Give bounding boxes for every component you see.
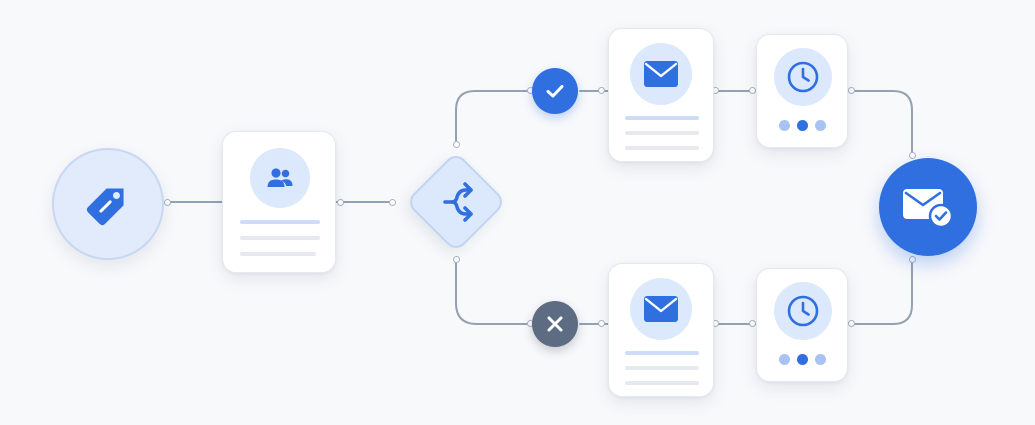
edge-wait-end-top <box>849 90 913 159</box>
connector-dot <box>164 199 171 206</box>
connector-dot <box>848 320 855 327</box>
branch-split-icon <box>426 172 486 232</box>
mail-icon <box>643 295 679 323</box>
card-line <box>240 220 320 224</box>
connector-dot <box>598 320 605 327</box>
split-node[interactable] <box>405 151 507 253</box>
tag-icon <box>78 174 138 234</box>
end-node[interactable] <box>879 158 977 256</box>
connector-dot <box>749 320 756 327</box>
progress-dot <box>779 120 790 131</box>
card-line <box>625 351 699 355</box>
wait-card-top[interactable] <box>756 34 848 148</box>
card-line <box>625 146 699 150</box>
audience-card[interactable] <box>222 131 336 273</box>
mail-icon <box>643 60 679 88</box>
connector-dot <box>389 199 396 206</box>
check-icon <box>543 79 567 103</box>
mail-check-icon <box>899 183 957 231</box>
card-line <box>240 236 320 240</box>
progress-dot <box>815 354 826 365</box>
email-card-top[interactable] <box>608 28 714 162</box>
mail-icon-badge <box>630 278 692 340</box>
connector-dot <box>909 152 916 159</box>
users-icon-badge <box>250 148 310 208</box>
no-path-node[interactable] <box>532 301 578 347</box>
edge-wait-end-bottom <box>849 257 913 325</box>
card-line <box>625 116 699 120</box>
edge-split-no <box>455 259 533 325</box>
connector-dot <box>749 87 756 94</box>
trigger-node[interactable] <box>52 148 164 260</box>
progress-dot <box>779 354 790 365</box>
card-line <box>625 381 699 385</box>
progress-dot <box>797 120 808 131</box>
card-line <box>625 366 699 370</box>
mail-icon-badge <box>630 43 692 105</box>
wait-card-bottom[interactable] <box>756 268 848 382</box>
progress-dot <box>797 354 808 365</box>
clock-icon <box>786 294 820 328</box>
progress-dot <box>815 120 826 131</box>
connector-dot <box>337 199 344 206</box>
connector-dot <box>598 87 605 94</box>
edge-split-yes <box>455 90 533 145</box>
clock-icon-badge <box>774 282 832 340</box>
connector-dot <box>909 256 916 263</box>
email-card-bottom[interactable] <box>608 263 714 397</box>
clock-icon-badge <box>774 48 832 106</box>
yes-path-node[interactable] <box>532 68 578 114</box>
card-line <box>240 252 316 256</box>
connector-dot <box>453 141 460 148</box>
clock-icon <box>786 60 820 94</box>
users-icon <box>264 162 296 194</box>
connector-dot <box>453 256 460 263</box>
connector-dot <box>848 87 855 94</box>
card-line <box>625 131 699 135</box>
close-icon <box>544 313 566 335</box>
